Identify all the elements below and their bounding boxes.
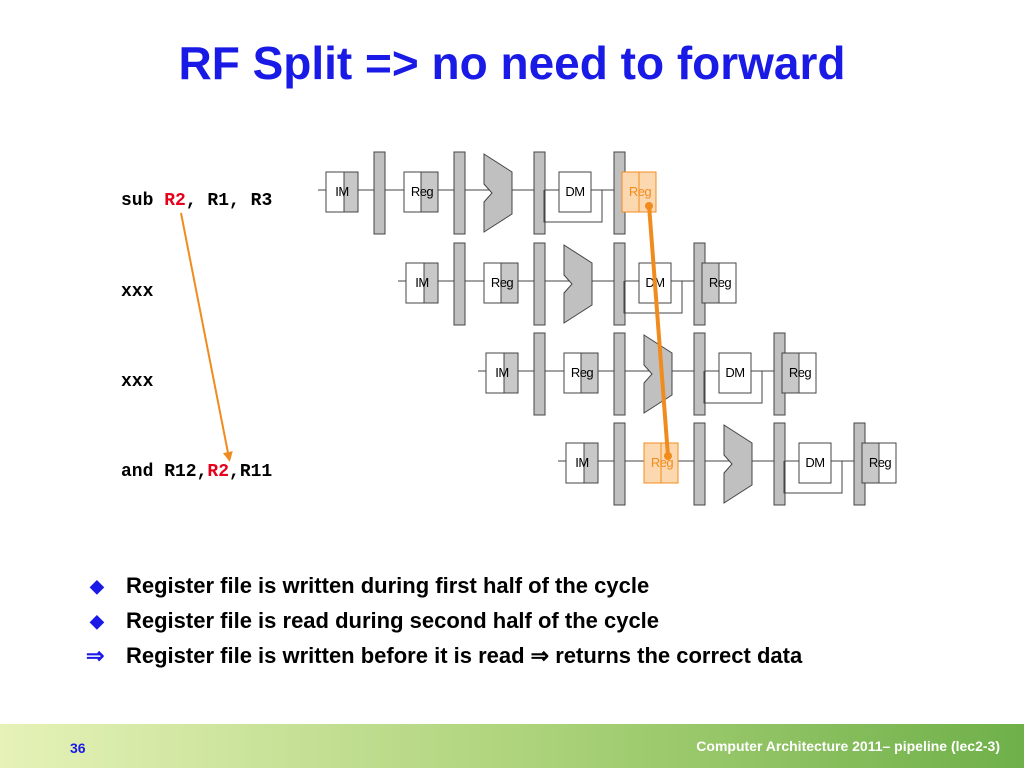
instruction-xxx-1: xxx (121, 282, 153, 302)
alu-shape (483, 153, 513, 233)
dm-label: DM (725, 365, 744, 380)
instr-text: xxx (121, 372, 154, 392)
dm-box (798, 442, 832, 484)
footer-bar: 36 Computer Architecture 2011– pipeline … (0, 724, 1024, 768)
pipeline-register-latch (773, 422, 786, 506)
bullet-text: returns the correct data (549, 643, 803, 668)
reg-write-label: Reg (789, 365, 812, 380)
dm-label: DM (805, 455, 824, 470)
implies-arrow-icon: ⇒ (86, 643, 105, 668)
alu-shape (563, 244, 593, 324)
implies-arrow-icon: ⇒ (530, 643, 550, 668)
bullet-text: Register file is written during first ha… (126, 573, 650, 598)
reg-read-box-shade (580, 352, 599, 394)
reg-write-label: Reg (709, 275, 732, 290)
reg-read-box-shade (500, 262, 519, 304)
pipeline-register-latch (453, 151, 466, 235)
read-point (664, 452, 672, 460)
reg-read-box-shade (420, 171, 439, 213)
bypass-wire (783, 461, 843, 494)
bullet-item: ◆ Register file is written during first … (86, 572, 886, 600)
im-box-shade (423, 262, 439, 304)
pipeline-register-latch (613, 242, 626, 326)
pipeline-register-latch (373, 151, 386, 235)
im-label: IM (495, 365, 508, 380)
reg-write-label: Reg (629, 184, 652, 199)
pipeline-register-latch (453, 242, 466, 326)
bullet-item: ⇒ Register file is written before it is … (86, 642, 886, 670)
pipeline-register-latch (533, 151, 546, 235)
instruction-and: and R12,R2,R11 (121, 462, 272, 482)
pipeline-register-latch (693, 332, 706, 416)
pipeline-register-latch (533, 332, 546, 416)
instr-register-highlight: R2 (207, 462, 230, 482)
reg-read-label: Reg (411, 184, 434, 199)
bullet-text: Register file is read during second half… (126, 608, 660, 633)
dm-box (558, 171, 592, 213)
instr-text: ,R11 (229, 462, 273, 482)
bypass-wire (543, 190, 603, 223)
write-point (645, 202, 653, 210)
instr-register-highlight: R2 (164, 191, 186, 211)
reg-write-box-shade (781, 352, 800, 394)
instr-text: xxx (121, 282, 154, 302)
reg-write-box-shade (701, 262, 720, 304)
bypass-wire (623, 281, 683, 314)
instr-text: and R12, (121, 462, 208, 482)
diamond-bullet-icon: ◆ (90, 611, 104, 631)
instr-text: , R1, R3 (185, 191, 273, 211)
dm-label: DM (565, 184, 584, 199)
pipeline-register-latch (533, 242, 546, 326)
dm-box (718, 352, 752, 394)
reg-write-box-shade (621, 171, 640, 213)
im-label: IM (575, 455, 588, 470)
instruction-xxx-2: xxx (121, 372, 153, 392)
pipeline-register-latch (613, 422, 626, 506)
reg-write-label: Reg (869, 455, 892, 470)
im-label: IM (415, 275, 428, 290)
reg-write-box-shade (861, 442, 880, 484)
pipeline-register-latch (693, 422, 706, 506)
bullet-text: Register file is written before it is re… (126, 643, 531, 668)
bullet-list: ◆ Register file is written during first … (86, 572, 886, 677)
instruction-sub: sub R2, R1, R3 (121, 191, 272, 211)
bullet-item: ◆ Register file is read during second ha… (86, 607, 886, 635)
reg-read-label: Reg (491, 275, 514, 290)
page-number: 36 (70, 740, 86, 756)
im-label: IM (335, 184, 348, 199)
im-box-shade (343, 171, 359, 213)
course-title: Computer Architecture 2011– pipeline (le… (696, 738, 1000, 754)
writeback-to-read-line (647, 204, 670, 457)
slide-title: RF Split => no need to forward (178, 37, 846, 89)
diamond-bullet-icon: ◆ (90, 576, 104, 596)
im-box-shade (583, 442, 599, 484)
im-box-shade (503, 352, 519, 394)
reg-read-box-shade (660, 442, 679, 484)
dependency-arrow (180, 212, 233, 462)
pipeline-register-latch (613, 332, 626, 416)
reg-read-label: Reg (571, 365, 594, 380)
alu-shape (723, 424, 753, 504)
instr-text: sub (121, 191, 165, 211)
bypass-wire (703, 371, 763, 404)
